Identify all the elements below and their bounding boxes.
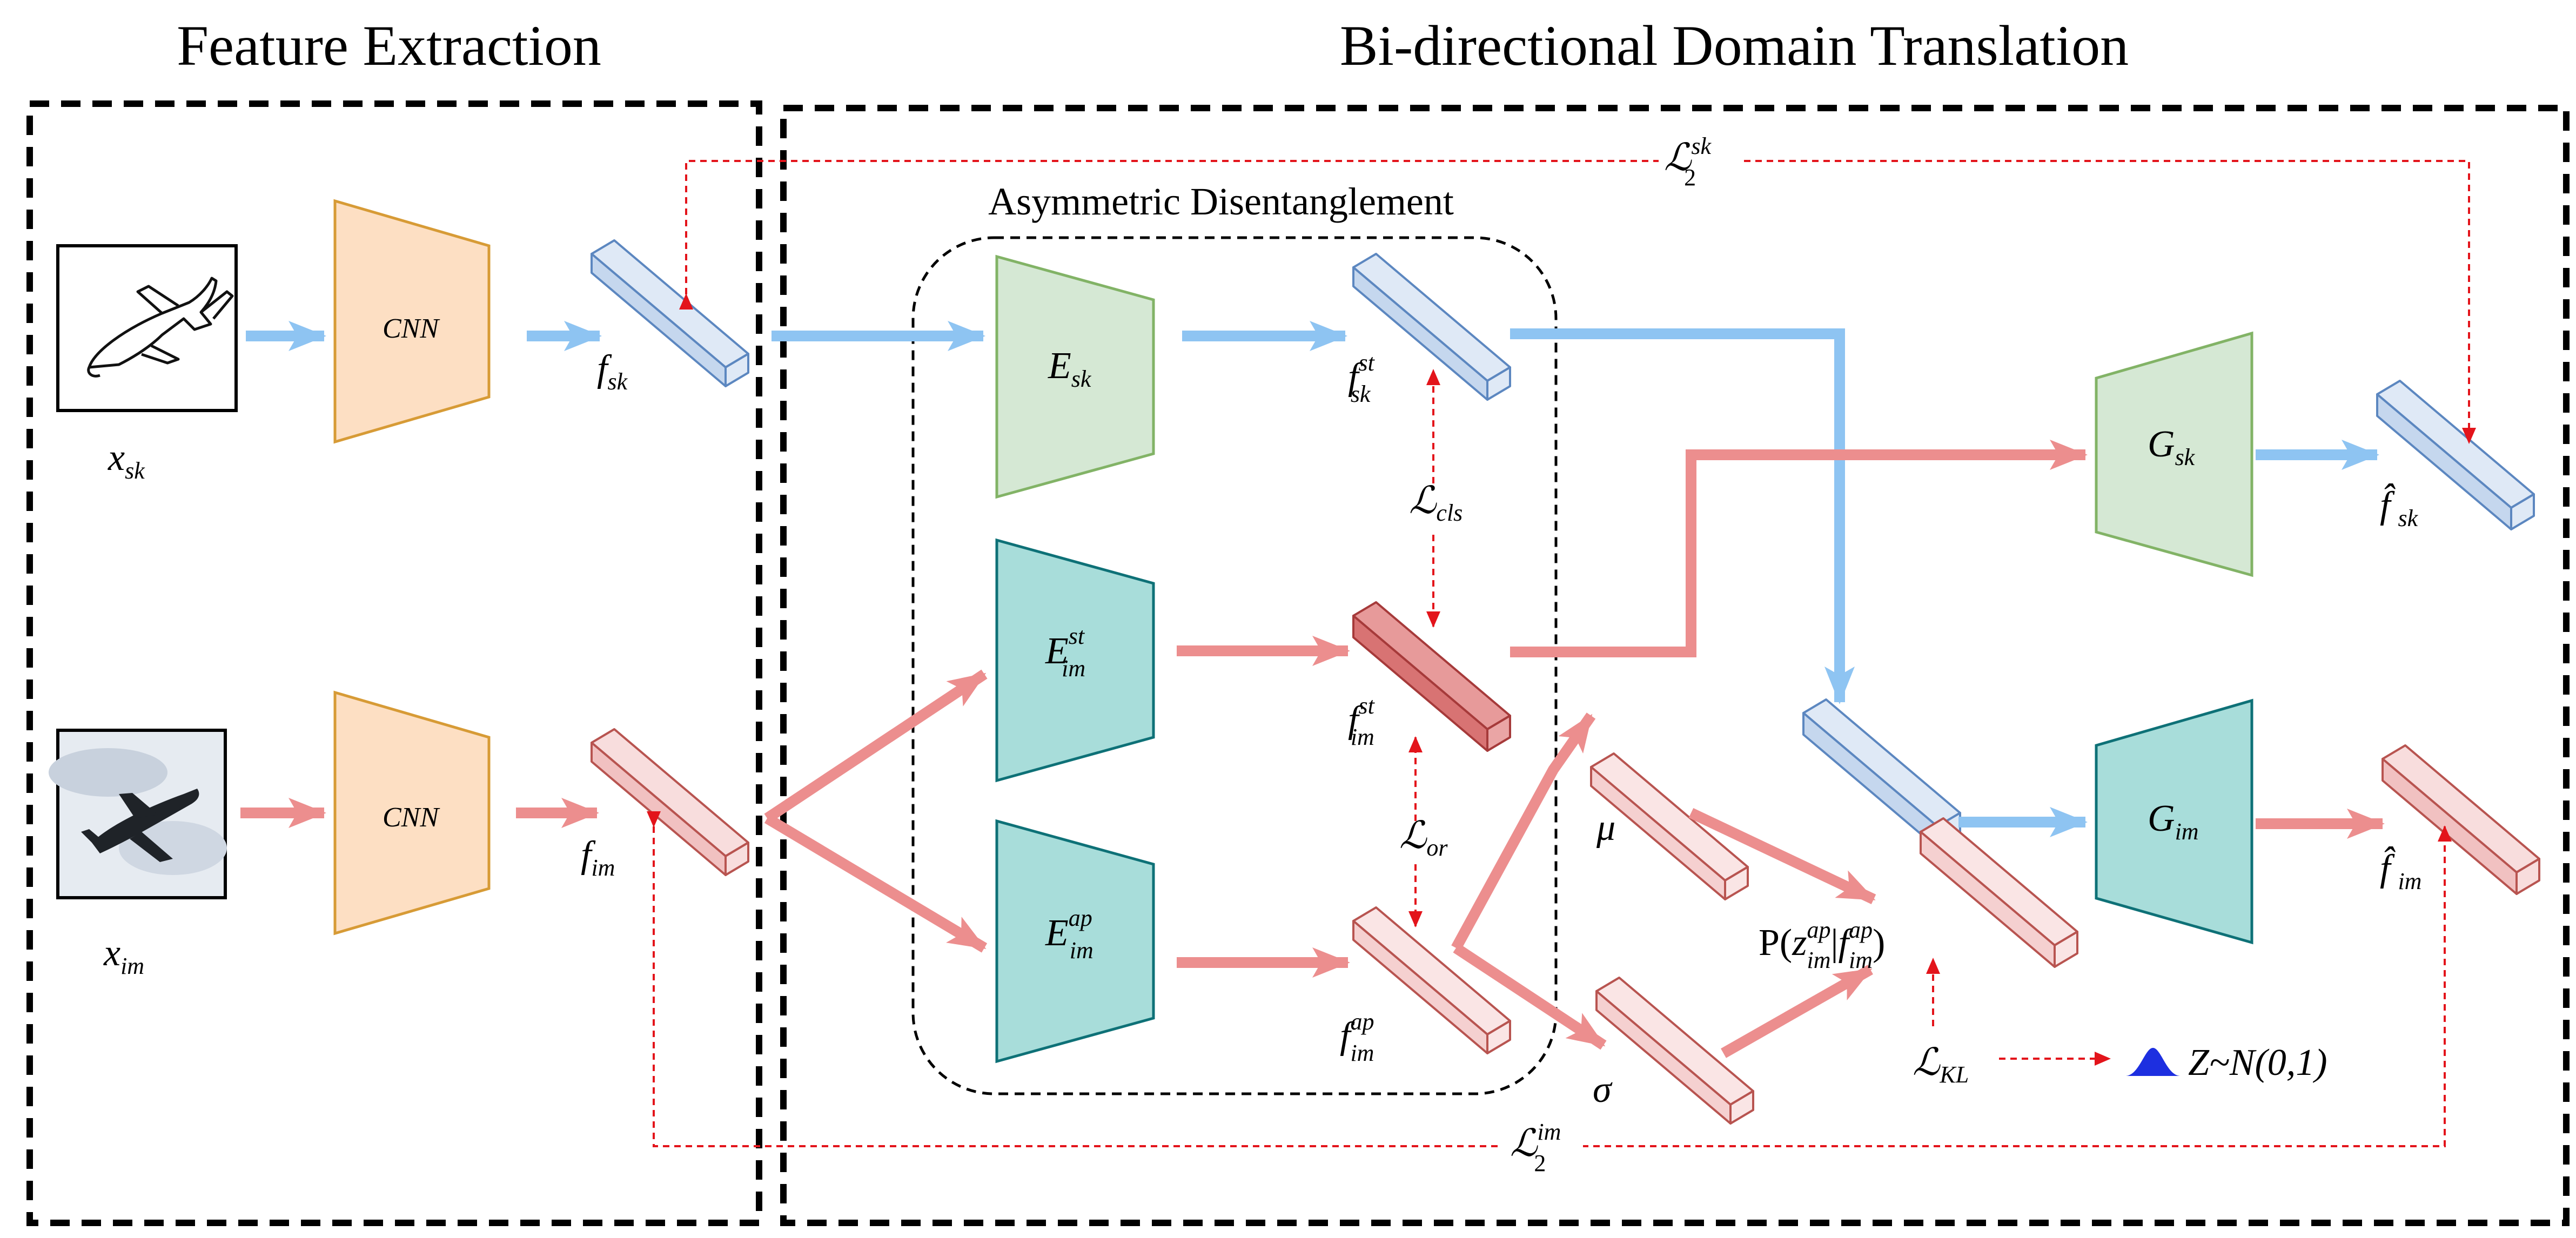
gaussian-icon	[2126, 1048, 2180, 1076]
feature-vector-f-sk	[591, 239, 749, 387]
fhat-im-label: f̂im	[2380, 846, 2421, 894]
feature-vector-f-im	[591, 728, 749, 876]
feature-extraction-box	[26, 100, 762, 1226]
domain-translation-title: Bi-directional Domain Translation	[1340, 14, 2129, 77]
airplane-photo-image	[49, 729, 227, 899]
loss-l2-im-bg	[1502, 1121, 1583, 1180]
f-sk-label: fsk	[597, 348, 628, 395]
x-sk-label: xsk	[108, 437, 145, 484]
cnn-image-label: CNN	[383, 802, 440, 833]
cnn-image-block	[333, 690, 491, 936]
feature-vector-f-sk-st	[1352, 253, 1511, 401]
arrow-fimst-to-gsk	[1510, 440, 2088, 657]
loss-kl-label: ℒKL	[1913, 1042, 1969, 1088]
sketch-flow	[246, 321, 2379, 837]
f-im-label: fim	[581, 834, 615, 881]
arrow-fimap-to-sigma	[1453, 943, 1607, 1050]
sigma-label: σ	[1593, 1069, 1613, 1111]
domain-translation-box	[780, 105, 2570, 1226]
loss-l2-sk-path	[679, 160, 2476, 444]
loss-or-label: ℒor	[1399, 815, 1448, 861]
disentanglement-title: Asymmetric Disentanglement	[988, 180, 1454, 223]
mu-label: μ	[1596, 807, 1615, 849]
disentanglement-box	[911, 236, 1558, 1095]
arrow-fim-to-eimap	[764, 813, 988, 953]
cnn-sketch-block	[333, 199, 491, 444]
image-flow	[240, 440, 2385, 1058]
airplane-sketch-image	[56, 244, 238, 412]
arrow-sigma-to-posterior	[1721, 965, 1873, 1058]
loss-cls-label: ℒcls	[1409, 480, 1463, 526]
feature-vector-f-im-st	[1352, 601, 1511, 752]
feature-vector-combined-red	[1920, 817, 2078, 968]
encoder-image-appearance	[995, 819, 1155, 1064]
arrow-fim-to-eimst	[764, 669, 988, 823]
feature-extraction-title: Feature Extraction	[177, 14, 601, 77]
arrow-fimap-to-mu	[1451, 712, 1596, 951]
cnn-sketch-label: CNN	[383, 313, 440, 344]
feature-vector-sigma	[1595, 977, 1754, 1125]
encoder-image-structure	[995, 538, 1155, 783]
prior-label: Z~N(0,1)	[2188, 1042, 2327, 1084]
x-im-label: xim	[103, 932, 144, 979]
loss-l2-sk-bg	[1659, 130, 1740, 189]
feature-vector-f-im-ap	[1352, 906, 1511, 1054]
fhat-sk-label: f̂sk	[2380, 483, 2419, 531]
